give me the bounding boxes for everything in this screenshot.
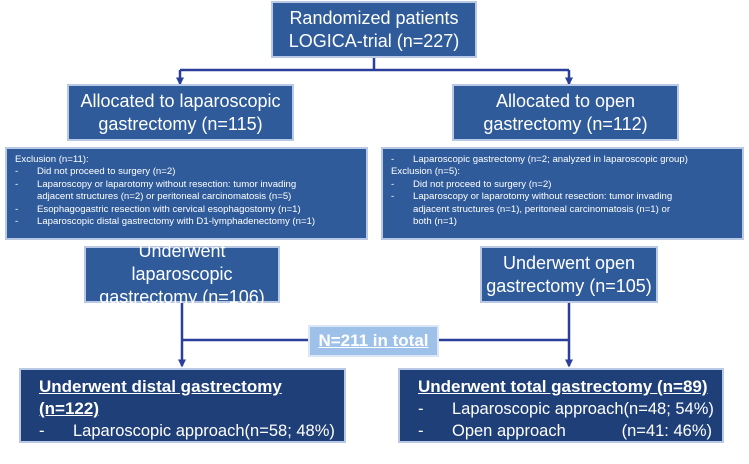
bullet-dash: - [418, 422, 424, 440]
item-value: (n=48; 54%) [623, 400, 714, 418]
exclusion-open-item: adjacent structures (n=1), peritoneal ca… [413, 203, 671, 215]
item-label: Laparoscopic approach [73, 422, 245, 440]
underwent-lap-line2: gastrectomy (n=106) [99, 287, 265, 307]
total-box: N=211 in total [308, 325, 439, 357]
distal-item-laparoscopic: - Laparoscopic approach (n=58; 48%) [39, 420, 335, 442]
item-label: Open approach [73, 444, 187, 462]
distal-item-open: - Open approach (n=64; 52%) [39, 442, 334, 464]
bullet-dash: - [39, 422, 45, 440]
bullet-dash [391, 204, 413, 216]
bullet-dash: - [391, 191, 395, 203]
bullet-dash: - [15, 203, 19, 215]
underwent-lap-box: Underwent laparoscopic gastrectomy (n=10… [84, 241, 280, 307]
total-gastrectomy-box: Underwent total gastrectomy (n=89) - Lap… [398, 368, 724, 443]
exclusion-lap-item: Laparoscopic distal gastrectomy with D1-… [37, 216, 316, 228]
underwent-open-line2: gastrectomy (n=105) [486, 275, 652, 296]
allocated-lap-line1: Allocated to laparoscopic [80, 90, 281, 111]
item-value: (n=41: 46%) [621, 422, 712, 440]
total-label: N=211 in total [318, 331, 429, 350]
bullet-dash [15, 191, 37, 203]
bullet-dash: - [39, 444, 45, 462]
item-label: Laparoscopic approach [452, 400, 624, 418]
bullet-dash: - [15, 178, 19, 190]
bullet-dash: - [391, 154, 395, 165]
distal-gastrectomy-box: Underwent distal gastrectomy (n=122) - L… [19, 368, 346, 462]
allocated-open-line2: gastrectomy (n=112) [483, 113, 648, 134]
bullet-dash: - [418, 400, 424, 418]
item-value: (n=64; 52%) [243, 444, 334, 462]
allocated-lap-box: Allocated to laparoscopic gastrectomy (n… [67, 84, 294, 141]
total-item-laparoscopic: - Laparoscopic approach (n=48; 54%) [418, 398, 714, 420]
exclusion-lap-box: Exclusion (n=11): - Did not proceed to su… [5, 147, 368, 240]
bullet-dash: - [15, 216, 19, 228]
allocated-open-box: Allocated to open gastrectomy (n=112) [452, 84, 679, 141]
underwent-open-box: Underwent open gastrectomy (n=105) [480, 246, 658, 303]
exclusion-open-heading: Exclusion (n=5): [391, 166, 461, 178]
exclusion-open-item: both (n=1) [413, 216, 458, 228]
exclusion-open-item: Did not proceed to surgery (n=2) [413, 178, 552, 190]
exclusion-lap-item: Laparoscopy or laparotomy without resect… [37, 178, 297, 190]
distal-title: Underwent distal gastrectomy (n=122) [39, 377, 282, 418]
total-item-open: - Open approach (n=41: 46%) [418, 420, 712, 442]
exclusion-lap-heading: Exclusion (n=11): [15, 154, 89, 165]
randomized-line2: LOGICA-trial (n=227) [288, 30, 460, 51]
total-gastrectomy-title: Underwent total gastrectomy (n=89) [418, 377, 708, 396]
allocated-open-line1: Allocated to open [495, 90, 636, 111]
exclusion-open-box: - Laparoscopic gastrectomy (n=2; analyzed… [381, 147, 744, 240]
item-label: Open approach [452, 422, 566, 440]
exclusion-lap-item: Did not proceed to surgery (n=2) [37, 166, 176, 178]
underwent-lap-line1: Underwent laparoscopic [131, 241, 233, 284]
item-value: (n=58; 48%) [244, 422, 335, 440]
bullet-dash [369, 166, 391, 178]
exclusion-lap-item: Esophagogastric resection with cervical … [37, 203, 301, 215]
randomized-line1: Randomized patients [289, 7, 459, 28]
underwent-open-line1: Underwent open [502, 252, 636, 273]
exclusion-lap-item: adjacent structures (n=2) or peritoneal … [37, 191, 292, 203]
bullet-dash: - [15, 166, 19, 178]
bullet-dash [391, 216, 413, 228]
randomized-box: Randomized patients LOGICA-trial (n=227) [271, 1, 477, 58]
exclusion-open-item: Laparoscopic gastrectomy (n=2; analyzed … [413, 154, 688, 165]
allocated-lap-line2: gastrectomy (n=115) [98, 113, 263, 134]
bullet-dash: - [391, 178, 395, 190]
exclusion-open-item: Laparoscopy or laparotomy without resect… [413, 191, 673, 203]
